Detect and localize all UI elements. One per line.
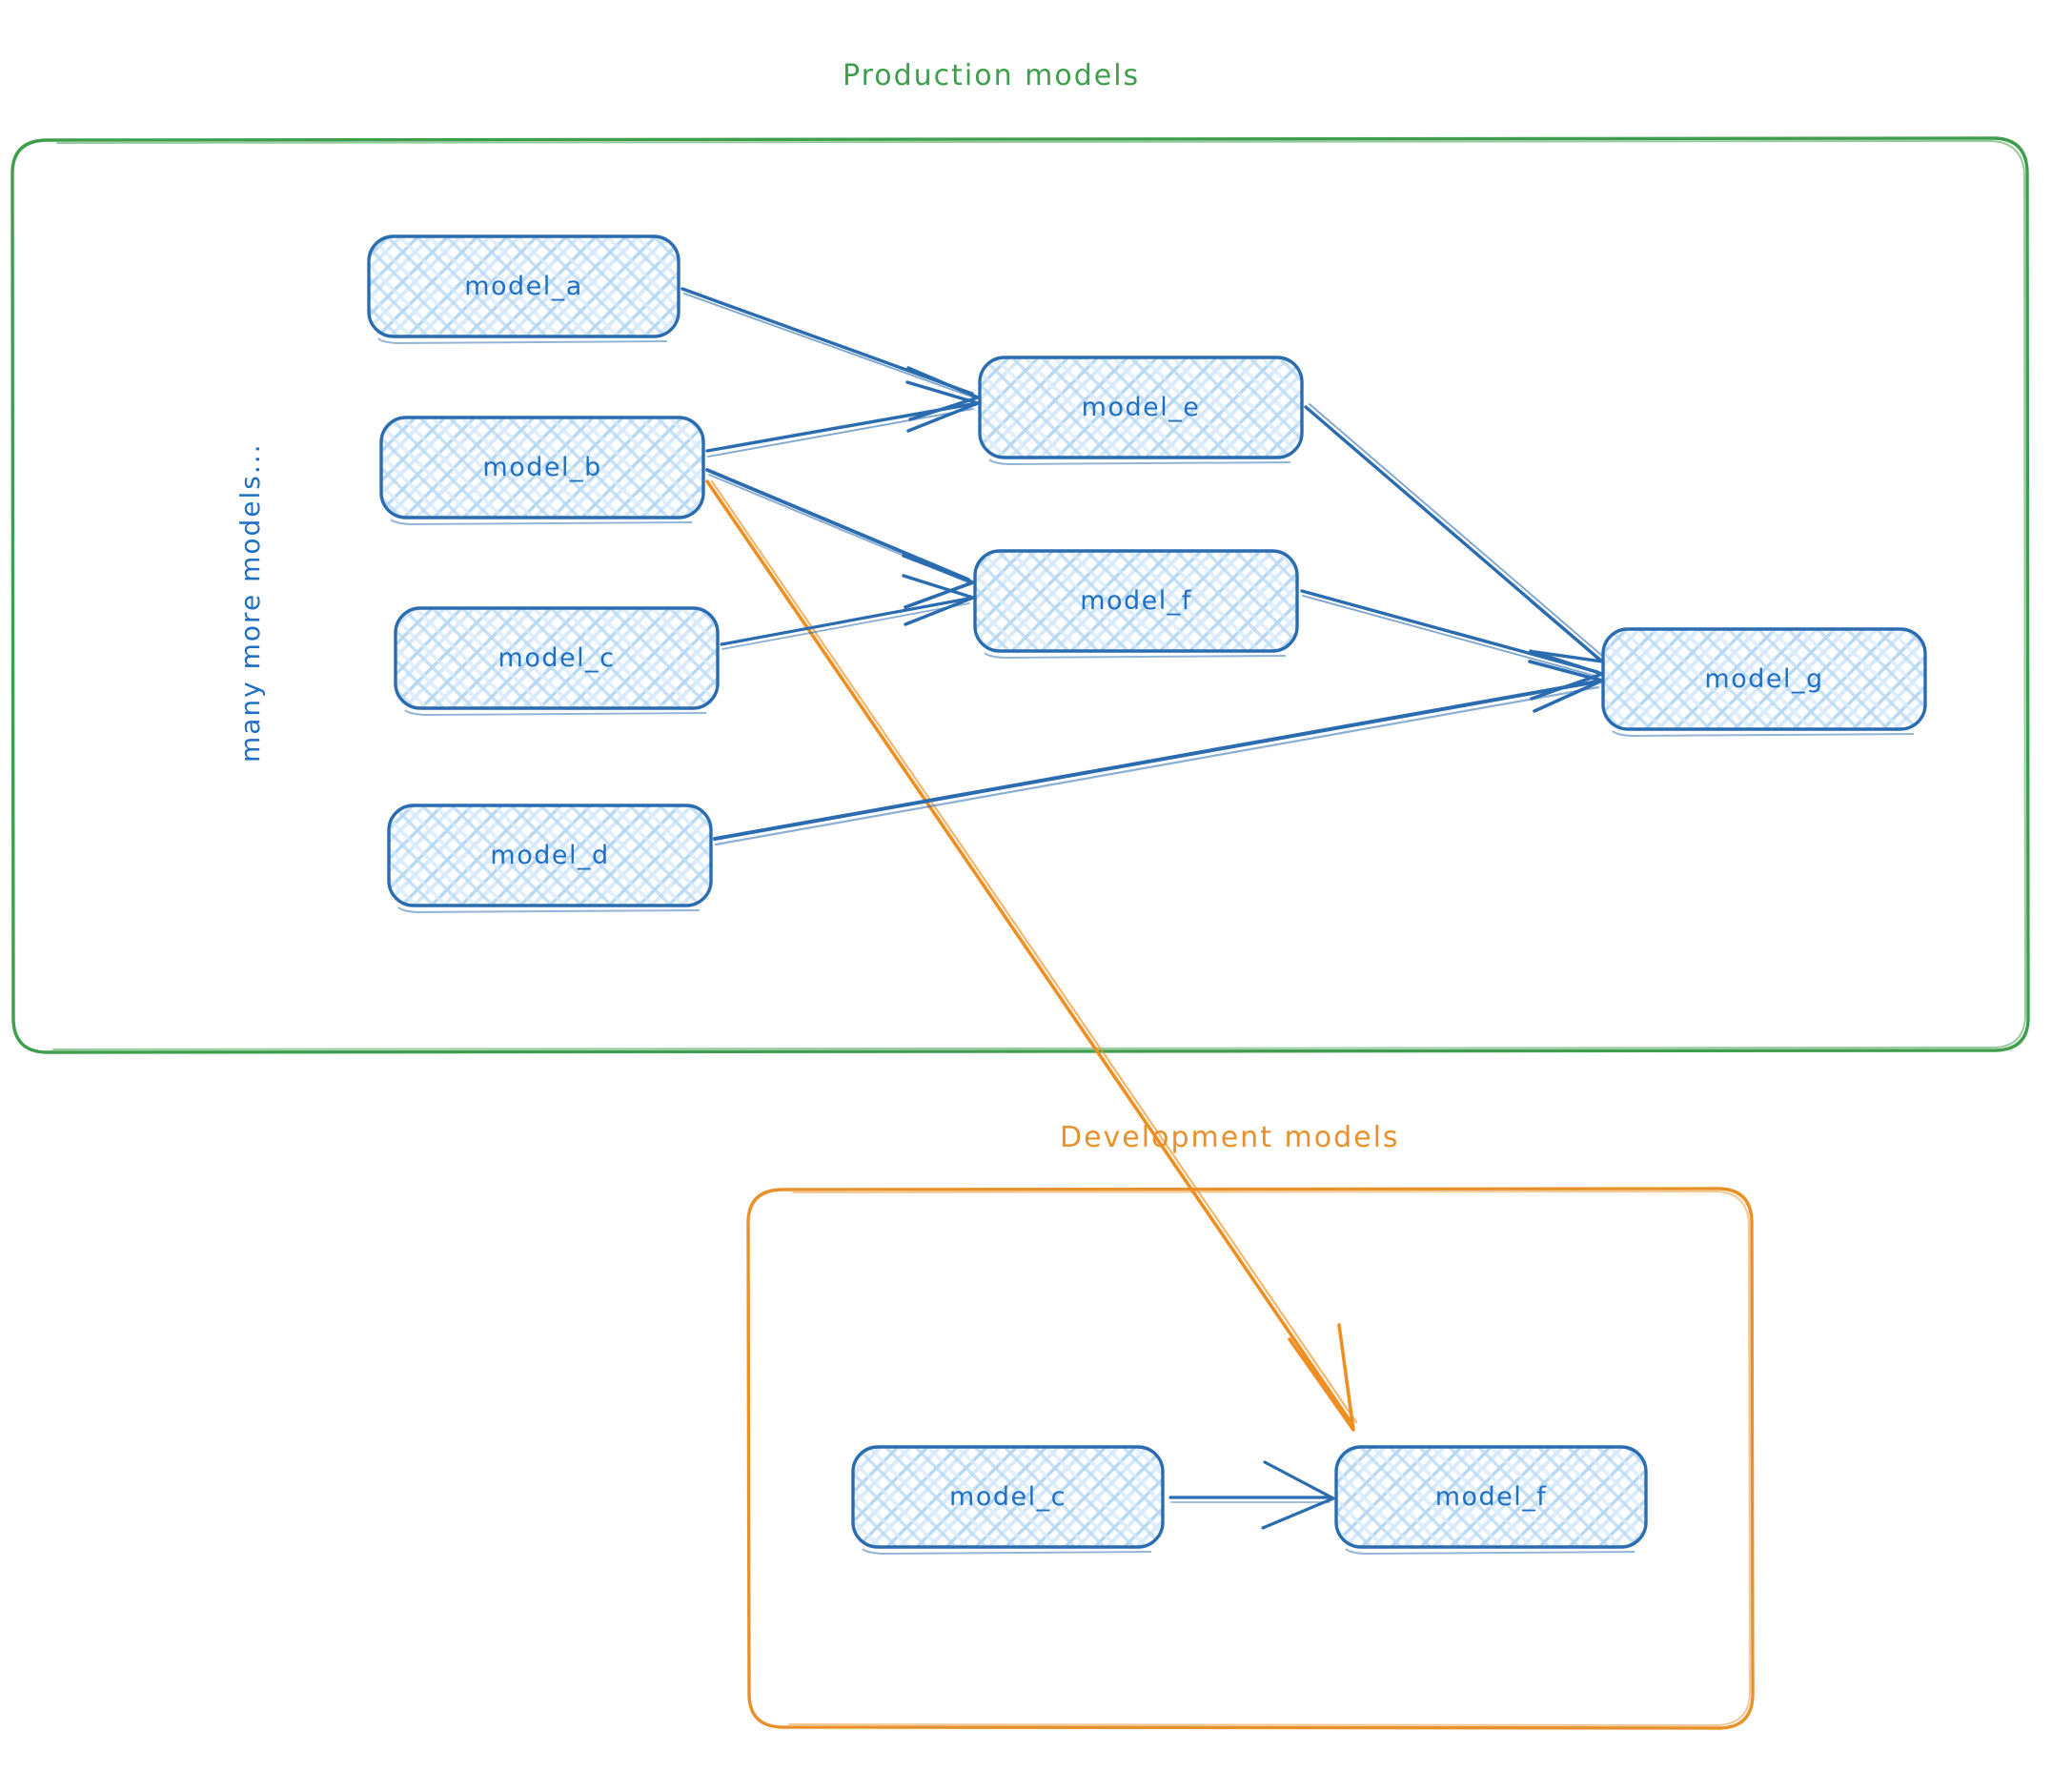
edges-layer	[681, 287, 1604, 1530]
production-group-title: Production models	[843, 59, 1141, 92]
node-dev-model-c[interactable]	[851, 1445, 1165, 1556]
edge-a-to-e	[681, 287, 980, 421]
node-prod-model-e[interactable]	[978, 356, 1304, 466]
development-group-title: Development models	[1060, 1121, 1400, 1154]
edge-b-to-dev-f	[705, 479, 1358, 1432]
node-prod-model-c[interactable]	[394, 606, 720, 717]
edge-dev-c-to-dev-f	[1168, 1460, 1335, 1530]
many-more-models-note: many more models...	[234, 442, 266, 763]
production-group-container	[10, 136, 2030, 1054]
node-dev-model-f[interactable]	[1334, 1445, 1648, 1556]
node-prod-model-f[interactable]	[973, 549, 1299, 660]
edge-b-to-f	[705, 468, 975, 609]
edge-b-to-e	[705, 380, 980, 458]
node-prod-model-b[interactable]	[379, 416, 705, 526]
node-prod-model-a[interactable]	[367, 234, 681, 345]
node-prod-model-d[interactable]	[387, 804, 713, 914]
edge-f-to-g	[1300, 589, 1604, 701]
development-group-container	[746, 1187, 1755, 1730]
nodes-layer	[367, 234, 1927, 1556]
node-prod-model-g[interactable]	[1601, 627, 1927, 738]
edge-e-to-g	[1304, 403, 1604, 663]
edge-c-to-f	[720, 574, 975, 650]
